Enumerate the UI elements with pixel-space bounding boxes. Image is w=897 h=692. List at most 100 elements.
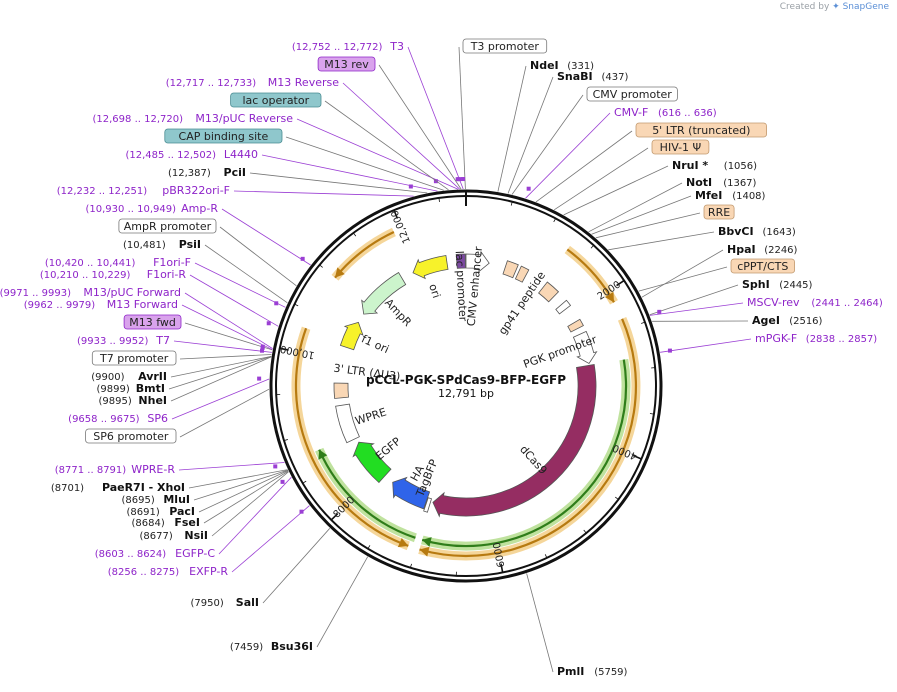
tick-mark <box>438 197 440 202</box>
site-name: MluI <box>163 493 190 506</box>
tick-mark <box>294 303 299 307</box>
leader-paer7i-xhoi <box>188 469 288 489</box>
site-coord: (7459) <box>230 642 263 653</box>
feature-tag-name: cPPT/CTS <box>737 260 788 273</box>
feature-cmv-enhancer-arrow <box>465 250 490 273</box>
primer-site-f1ori-r <box>266 321 271 326</box>
label-m13-forward: M13 Forward (9962 .. 9979) <box>24 298 178 311</box>
primer-name: T7 <box>155 334 170 347</box>
primer-name: MSCV-rev <box>747 296 800 309</box>
label-agei: AgeI(2516) <box>752 314 823 327</box>
site-name: NdeI <box>530 59 559 72</box>
inner-label-ori: ori <box>426 282 443 300</box>
label-nhei: NheI(9895) <box>99 394 167 407</box>
label-noti: NotI(1367) <box>686 176 757 189</box>
tick-mark <box>632 454 642 460</box>
site-coord: (9900) <box>91 372 124 383</box>
primer-coord: (12,485 .. 12,502) <box>126 150 217 161</box>
feature-tag-box <box>123 314 182 330</box>
site-name: Bsu36I <box>271 640 313 653</box>
site-name: AvrII <box>138 370 167 383</box>
label-sali: SalI(7950) <box>191 596 259 609</box>
label-psii: PsiI (10,481) <box>123 238 201 251</box>
primer-coord: (9971 .. 9993) <box>0 288 71 299</box>
orf-arrowhead-4 <box>397 537 409 548</box>
label-sphi: SphI(2445) <box>742 278 813 291</box>
primer-site-sp6 <box>257 376 262 381</box>
leader-avrii <box>170 356 272 378</box>
label-fsei: FseI (8684) <box>132 516 200 529</box>
leader-bbvci <box>608 231 715 251</box>
feature-tag-box <box>586 86 678 102</box>
primer-site-f1ori-f <box>274 301 279 306</box>
leader-bmti <box>168 356 272 390</box>
tick-mark <box>553 218 556 223</box>
primer-coord: (616 .. 636) <box>658 108 717 119</box>
feature-tag-name: HIV-1 Ψ <box>660 141 702 154</box>
primer-coord: (9658 .. 9675) <box>68 414 140 425</box>
site-coord: (2445) <box>779 280 812 291</box>
label-rre: RRE <box>703 204 735 220</box>
orf-arcs <box>291 227 641 561</box>
site-name: NheI <box>138 394 167 407</box>
primer-name: SP6 <box>147 412 168 425</box>
feature-tag-box <box>118 218 217 234</box>
primer-coord: (8603 .. 8624) <box>95 549 167 560</box>
tick-mark <box>319 264 323 268</box>
site-name: NotI <box>686 176 712 189</box>
primer-coord: (12,752 .. 12,772) <box>292 42 383 53</box>
site-name: PsiI <box>179 238 201 251</box>
label-f1ori-r: F1ori-R(10,210 .. 10,229) <box>40 268 186 281</box>
orf-arrowhead-5 <box>334 267 345 278</box>
label-egfp-c: EGFP-C(8603 .. 8624) <box>95 547 216 560</box>
feature-tag-box <box>91 350 177 366</box>
primer-coord: (10,420 .. 10,441) <box>45 258 136 269</box>
label-wpre-r: WPRE-R(8771 .. 8791) <box>55 463 176 476</box>
label-nrui: NruI *(1056) <box>672 159 757 172</box>
primer-name: M13 Forward <box>107 298 178 311</box>
site-coord: (10,481) <box>123 240 166 251</box>
primer-coord: (8771 .. 8791) <box>55 465 127 476</box>
leader-snabi <box>507 76 554 194</box>
site-name: SnaBI <box>557 70 593 83</box>
tick-mark <box>302 480 307 484</box>
site-name: FseI <box>174 516 200 529</box>
plasmid-length: 12,791 bp <box>438 387 494 400</box>
primer-coord: (9962 .. 9979) <box>24 300 96 311</box>
site-name: BbvCI <box>718 225 754 238</box>
label-ampr-promoter: AmpR promoter <box>118 218 217 234</box>
label-paci: PacI(8691) <box>127 505 195 518</box>
leader-cmv-promoter <box>511 94 584 195</box>
site-name: MfeI <box>695 189 722 202</box>
leader-f1ori-r <box>189 274 279 327</box>
primer-name: M13 Reverse <box>268 76 339 89</box>
site-name: AgeI <box>752 314 780 327</box>
leader-t3-promoter <box>458 46 466 190</box>
primer-name: F1ori-R <box>147 268 187 281</box>
orf-band-3 <box>418 317 641 561</box>
primer-site-amp-r <box>300 256 305 261</box>
label-pmli: PmlI(5759) <box>557 665 628 678</box>
leader-mlui <box>193 469 289 501</box>
primer-site-mscv-rev <box>657 309 662 314</box>
label-cmv-f: CMV-F(616 .. 636) <box>614 106 717 119</box>
leader-wpre-r <box>178 462 285 471</box>
orf-line-0 <box>421 359 628 548</box>
site-coord: (1408) <box>732 191 765 202</box>
site-coord: (331) <box>567 61 594 72</box>
tick-mark <box>510 201 513 206</box>
site-name: NruI * <box>672 159 708 172</box>
primer-site-egfp-c <box>280 479 285 484</box>
leader-cap-binding-site <box>285 136 444 191</box>
label-t3: T3(12,752 .. 12,772) <box>292 40 404 53</box>
primer-coord: (2441 .. 2464) <box>811 298 883 309</box>
feature-ha-arrow <box>423 497 433 513</box>
site-name: NsiI <box>184 529 208 542</box>
primer-coord: (12,717 .. 12,733) <box>166 78 257 89</box>
site-coord: (8684) <box>132 518 165 529</box>
leader-m13-forward <box>181 304 273 351</box>
feature-tag-name: T7 promoter <box>99 352 169 365</box>
leader-noti <box>588 182 683 233</box>
